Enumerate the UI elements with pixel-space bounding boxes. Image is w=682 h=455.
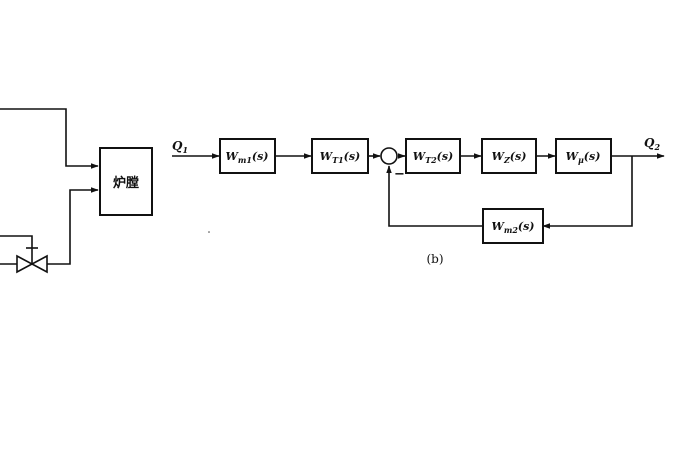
- left-diagram: 炉膛: [0, 108, 153, 274]
- valve-signal-line: [0, 235, 33, 246]
- control-valve-icon: [16, 246, 48, 274]
- svg-text:Wμ(s): Wμ(s): [566, 150, 601, 165]
- svg-text:Wm2(s): Wm2(s): [492, 220, 535, 235]
- svg-text:WZ(s): WZ(s): [492, 150, 527, 165]
- wm2-to-sum-arrow: [386, 165, 482, 227]
- block-wmu: Wμ(s): [555, 138, 612, 174]
- input-signal-label: Q1: [172, 139, 188, 155]
- furnace-label: 炉膛: [113, 175, 139, 191]
- valve-outlet-line: [47, 187, 99, 265]
- output-signal-label: Q2: [644, 136, 660, 152]
- upper-feed-line: [0, 108, 99, 169]
- summing-junction: [380, 147, 398, 165]
- svg-text:Wm1(s): Wm1(s): [226, 150, 269, 165]
- block-wm2: Wm2(s): [482, 208, 544, 244]
- svg-text:WT1(s): WT1(s): [320, 150, 361, 165]
- furnace-box: [99, 147, 153, 216]
- block-wm1: Wm1(s): [219, 138, 276, 174]
- right-diagram: Q1 Q2 − Wm1(s) WT1(s): [172, 136, 665, 266]
- block-wz: WZ(s): [481, 138, 537, 174]
- block-wt2: WT2(s): [405, 138, 461, 174]
- feedback-to-wm2-arrow: [542, 156, 633, 229]
- scan-speck: [208, 231, 210, 233]
- feedback-sign: −: [394, 167, 405, 182]
- figure-caption: (b): [426, 252, 443, 266]
- block-wt1: WT1(s): [311, 138, 369, 174]
- svg-text:WT2(s): WT2(s): [413, 150, 454, 165]
